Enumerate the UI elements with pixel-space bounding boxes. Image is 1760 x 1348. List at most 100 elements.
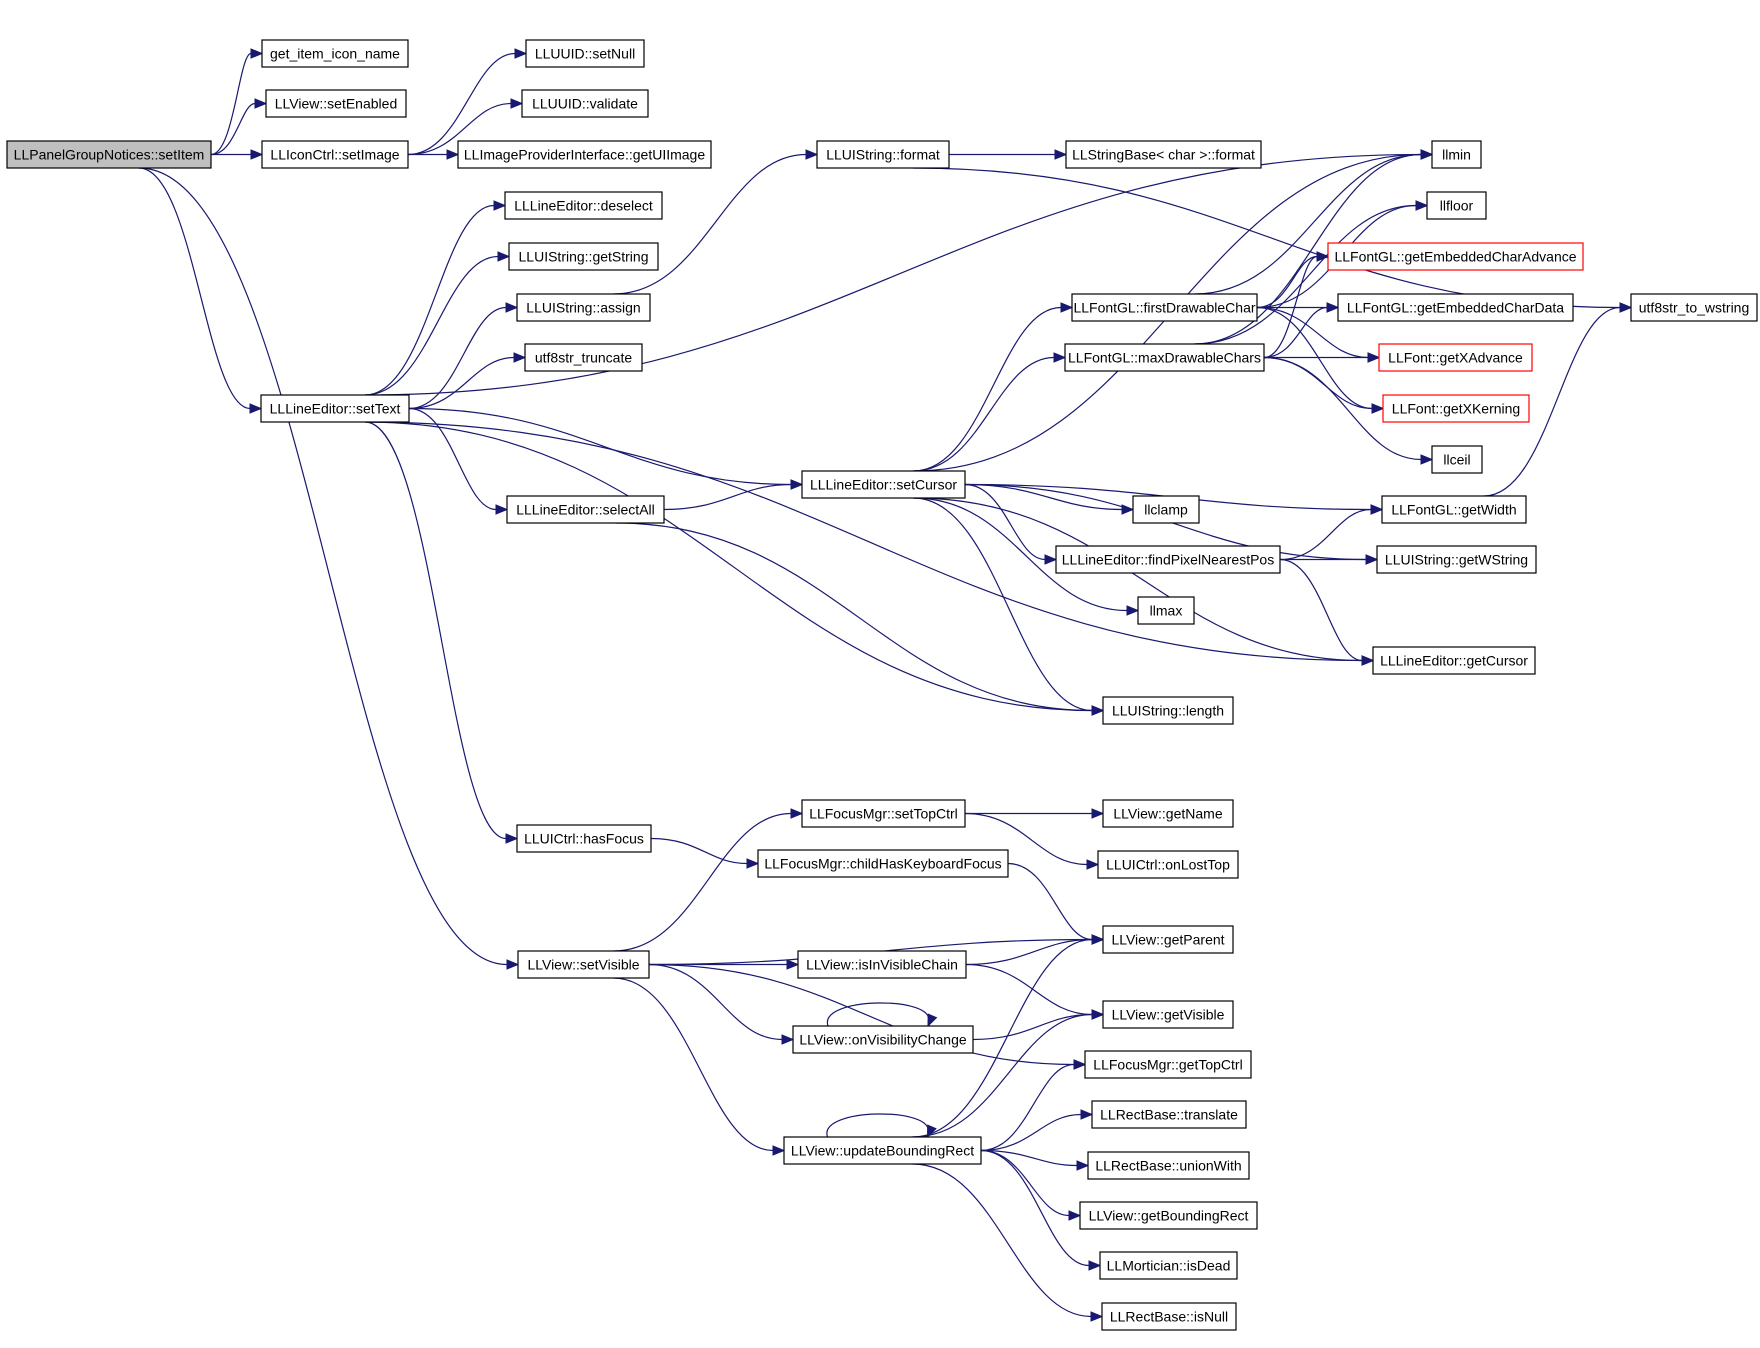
node-get-uiimage[interactable]: LLImageProviderInterface::getUIImage <box>457 140 712 169</box>
edge-line <box>980 1149 1090 1267</box>
arrowhead <box>1091 705 1105 716</box>
edge-uis-format-to-utf8str-to-wstring <box>912 167 1633 313</box>
node-uuid-set-null[interactable]: LLUUID::setNull <box>525 39 645 68</box>
node-le-select-all[interactable]: LLLineEditor::selectAll <box>506 495 665 524</box>
node-label: LLRectBase::unionWith <box>1095 1158 1241 1174</box>
node-set-item[interactable]: LLPanelGroupNotices::setItem <box>6 140 212 169</box>
node-label: LLPanelGroupNotices::setItem <box>14 147 205 163</box>
node-fontgl-get-width[interactable]: LLFontGL::getWidth <box>1381 495 1527 524</box>
edge-line <box>964 483 1046 561</box>
node-mortician-is-dead[interactable]: LLMortician::isDead <box>1099 1251 1238 1280</box>
node-uictrl-has-focus[interactable]: LLUICtrl::hasFocus <box>516 824 652 853</box>
node-le-set-cursor[interactable]: LLLineEditor::setCursor <box>801 470 966 499</box>
node-rect-translate[interactable]: LLRectBase::translate <box>1091 1100 1247 1129</box>
node-llceil[interactable]: llceil <box>1431 445 1483 474</box>
edge-set-item-to-get-item-icon-name <box>210 48 264 156</box>
node-child-has-keyboard-focus[interactable]: LLFocusMgr::childHasKeyboardFocus <box>757 849 1009 878</box>
edge-le-set-cursor-to-first-drawable-char <box>913 302 1074 472</box>
edge-line <box>1263 306 1328 359</box>
node-view-get-bounding-rect[interactable]: LLView::getBoundingRect <box>1079 1201 1258 1230</box>
node-llfloor[interactable]: llfloor <box>1426 191 1487 220</box>
node-rect-is-null[interactable]: LLRectBase::isNull <box>1101 1302 1237 1331</box>
arrowhead <box>249 403 263 414</box>
node-get-item-icon-name[interactable]: get_item_icon_name <box>261 39 409 68</box>
node-box <box>1102 1000 1234 1029</box>
node-box <box>1101 1302 1237 1331</box>
edge-le-set-text-to-uis-get-string <box>364 251 511 396</box>
node-llclamp[interactable]: llclamp <box>1132 495 1200 524</box>
node-iconctrl-set-image[interactable]: LLIconCtrl::setImage <box>261 140 409 169</box>
node-first-drawable-char[interactable]: LLFontGL::firstDrawableChar <box>1071 293 1258 322</box>
node-label: LLLineEditor::findPixelNearestPos <box>1062 552 1274 568</box>
edge-on-visibility-change-to-view-get-visible <box>972 1009 1105 1041</box>
node-view-get-visible[interactable]: LLView::getVisible <box>1102 1000 1234 1029</box>
arrowhead <box>1091 808 1105 819</box>
node-is-in-visible-chain[interactable]: LLView::isInVisibleChain <box>797 950 967 979</box>
node-label: LLRectBase::translate <box>1100 1107 1238 1123</box>
node-on-visibility-change[interactable]: LLView::onVisibilityChange <box>792 1025 974 1054</box>
edge-update-bounding-rect-to-view-get-parent <box>912 934 1105 1138</box>
edge-line <box>980 1113 1082 1152</box>
node-label: LLView::updateBoundingRect <box>791 1143 974 1159</box>
node-uis-assign[interactable]: LLUIString::assign <box>516 293 651 322</box>
edge-line <box>826 1113 929 1138</box>
edge-line <box>980 1063 1075 1152</box>
node-label: LLView::setVisible <box>527 957 639 973</box>
node-get-embedded-char-advance[interactable]: LLFontGL::getEmbeddedCharAdvance <box>1327 242 1584 271</box>
node-le-deselect[interactable]: LLLineEditor::deselect <box>504 191 663 220</box>
node-box <box>1091 1100 1247 1129</box>
node-uis-format[interactable]: LLUIString::format <box>816 140 950 169</box>
node-uis-get-string[interactable]: LLUIString::getString <box>508 242 659 271</box>
edge-line <box>408 407 497 511</box>
node-uis-get-wstring[interactable]: LLUIString::getWString <box>1376 545 1537 574</box>
node-uictrl-on-lost-top[interactable]: LLUICtrl::onLostTop <box>1097 850 1239 879</box>
edge-line <box>210 52 252 156</box>
edge-le-set-cursor-to-uis-length <box>913 497 1105 716</box>
edge-max-drawable-chars-to-get-xadvance <box>1264 352 1381 363</box>
edge-line <box>663 483 792 511</box>
node-fm-get-top-ctrl[interactable]: LLFocusMgr::getTopCtrl <box>1084 1050 1252 1079</box>
node-le-get-cursor[interactable]: LLLineEditor::getCursor <box>1372 646 1536 675</box>
arrowhead <box>1420 454 1434 465</box>
node-get-xkerning[interactable]: LLFont::getXKerning <box>1382 394 1530 423</box>
edge-first-drawable-char-to-get-xkerning <box>1256 306 1385 414</box>
node-label: LLView::onVisibilityChange <box>799 1032 967 1048</box>
node-max-drawable-chars[interactable]: LLFontGL::maxDrawableChars <box>1064 343 1265 372</box>
node-sb-format[interactable]: LLStringBase< char >::format <box>1065 140 1262 169</box>
node-box <box>1097 850 1239 879</box>
arrowhead <box>495 504 509 515</box>
edge-line <box>1279 508 1372 561</box>
node-utf8str-truncate[interactable]: utf8str_truncate <box>524 343 643 372</box>
arrowhead <box>1080 1109 1094 1120</box>
edge-layer <box>138 48 1633 1322</box>
node-update-bounding-rect[interactable]: LLView::updateBoundingRect <box>783 1136 982 1165</box>
node-view-set-enabled[interactable]: LLView::setEnabled <box>265 89 407 118</box>
node-label: LLMortician::isDead <box>1107 1258 1231 1274</box>
node-view-get-name[interactable]: LLView::getName <box>1102 799 1234 828</box>
node-box <box>261 39 409 68</box>
node-uis-length[interactable]: LLUIString::length <box>1102 696 1234 725</box>
arrowhead <box>786 959 800 970</box>
node-box <box>516 824 652 853</box>
node-box <box>1426 191 1487 220</box>
edge-le-set-text-to-le-deselect <box>364 200 507 396</box>
edge-line <box>912 167 1621 309</box>
node-utf8str-to-wstring[interactable]: utf8str_to_wstring <box>1630 293 1758 322</box>
node-get-xadvance[interactable]: LLFont::getXAdvance <box>1378 343 1533 372</box>
node-uuid-validate[interactable]: LLUUID::validate <box>521 89 649 118</box>
edge-line <box>1279 558 1363 662</box>
node-box <box>1381 495 1527 524</box>
node-llmax[interactable]: llmax <box>1137 596 1195 625</box>
node-find-pixel-nearest-pos[interactable]: LLLineEditor::findPixelNearestPos <box>1055 545 1281 574</box>
node-get-embedded-char-data[interactable]: LLFontGL::getEmbeddedCharData <box>1337 293 1574 322</box>
node-rect-union-with[interactable]: LLRectBase::unionWith <box>1087 1151 1250 1180</box>
node-le-set-text[interactable]: LLLineEditor::setText <box>260 394 410 423</box>
node-view-get-parent[interactable]: LLView::getParent <box>1102 925 1234 954</box>
arrowhead <box>1326 302 1340 313</box>
edge-line <box>912 938 1093 1138</box>
node-fm-set-top-ctrl[interactable]: LLFocusMgr::setTopCtrl <box>801 799 966 828</box>
node-view-set-visible[interactable]: LLView::setVisible <box>517 950 650 979</box>
node-llmin[interactable]: llmin <box>1431 140 1482 169</box>
node-label: LLFontGL::getWidth <box>1391 502 1516 518</box>
